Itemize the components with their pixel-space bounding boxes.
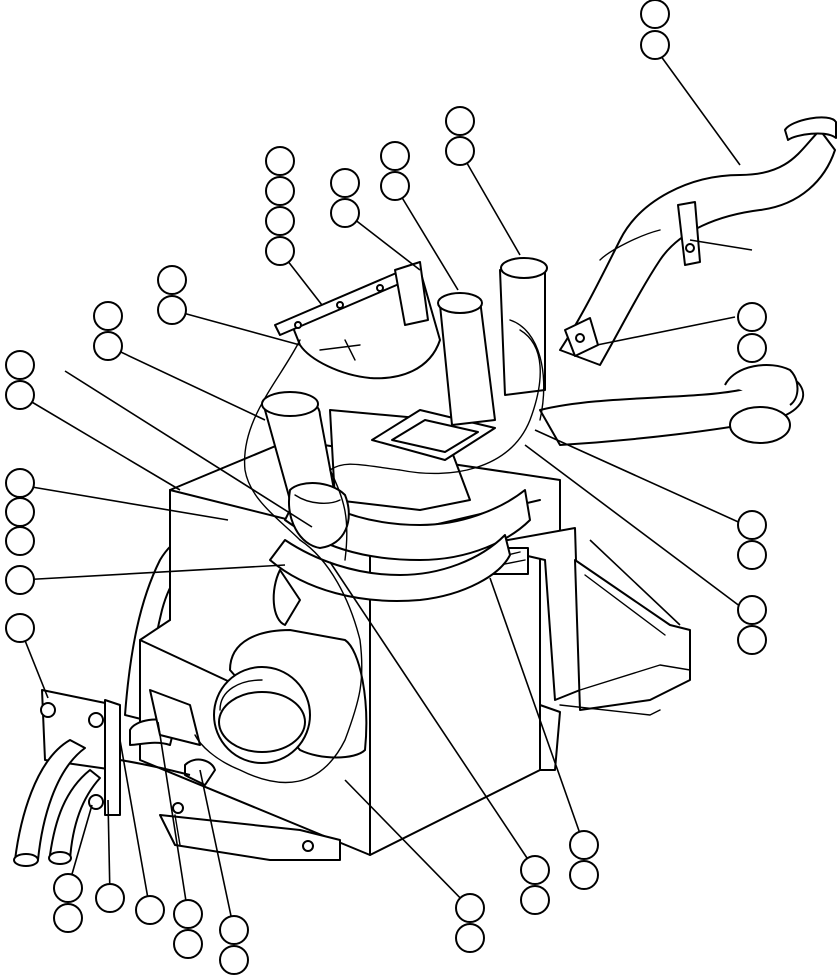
callout-plate-left: [5, 613, 35, 643]
hose-top-right: [559, 116, 837, 366]
callout-housing-b: [5, 380, 35, 410]
callout-clip-a: [157, 265, 187, 295]
callout-core-b: [569, 860, 599, 890]
leader-lines: [19, 47, 753, 931]
callout-right-lower-a: [737, 510, 767, 540]
mounting-rail: [274, 261, 429, 361]
hose-right-lower: [539, 364, 805, 446]
callout-core-lower-b: [737, 625, 767, 655]
callout-rail-b: [265, 176, 295, 206]
callout-bottom-4a: [173, 899, 203, 929]
callout-bottom-5a: [219, 915, 249, 945]
callout-wire-b: [520, 885, 550, 915]
callout-duct-upper-a: [445, 106, 475, 136]
callout-hose-clamp-b: [93, 331, 123, 361]
callout-bottom-2: [95, 883, 125, 913]
callout-bottom-1a: [53, 873, 83, 903]
callout-bolt-b: [5, 497, 35, 527]
callout-rail-a: [265, 146, 295, 176]
callout-bracket-b: [330, 198, 360, 228]
callout-blower-a: [455, 893, 485, 923]
wire-harness: [194, 319, 545, 784]
callout-bracket-a: [330, 168, 360, 198]
callout-core-lower-a: [737, 595, 767, 625]
callout-hose-clamp-a: [93, 301, 123, 331]
callout-blower-b: [455, 923, 485, 953]
hose-connector-center: [261, 391, 350, 549]
callout-bolt-c: [5, 526, 35, 556]
hose-clip-top-right: [564, 201, 701, 357]
water-valve: [119, 689, 216, 786]
callout-markers: [5, 0, 767, 975]
callout-bottom-4b: [173, 929, 203, 959]
callout-core-a: [569, 830, 599, 860]
callout-top-right-a: [640, 0, 670, 29]
mounting-bracket-bottom: [159, 802, 341, 861]
callout-top-right-b: [640, 30, 670, 60]
mounting-plate-left: [13, 689, 121, 867]
callout-wire-a: [520, 855, 550, 885]
callout-duct-lower-b: [380, 171, 410, 201]
callout-right-upper-b: [737, 333, 767, 363]
callout-bolt-a: [5, 468, 35, 498]
callout-rail-d: [265, 236, 295, 266]
callout-tube-left: [5, 565, 35, 595]
blower-motor: [213, 629, 368, 764]
callout-bottom-5b: [219, 945, 249, 975]
callout-clip-b: [157, 295, 187, 325]
callout-right-lower-b: [737, 540, 767, 570]
callout-bottom-3: [135, 895, 165, 925]
callout-right-upper-a: [737, 302, 767, 332]
callout-bottom-1b: [53, 903, 83, 933]
callout-duct-lower-a: [380, 141, 410, 171]
callout-housing-a: [5, 350, 35, 380]
callout-rail-c: [265, 206, 295, 236]
heater-core-duct: [479, 527, 691, 771]
callout-duct-upper-b: [445, 136, 475, 166]
